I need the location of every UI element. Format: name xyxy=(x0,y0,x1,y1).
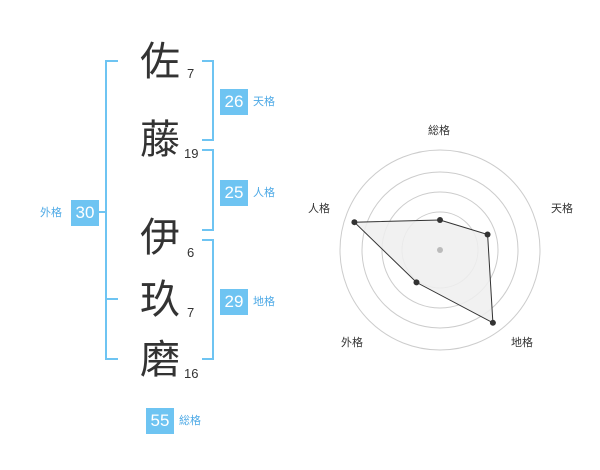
chikaku-label: 地格 xyxy=(253,295,275,308)
chikaku-value: 29 xyxy=(220,289,248,315)
tenkaku-label: 天格 xyxy=(253,95,275,108)
stroke-count-1: 7 xyxy=(187,66,195,81)
soukaku-label: 総格 xyxy=(179,414,201,427)
radar-label-tenkaku: 天格 xyxy=(551,202,573,215)
tenkaku-bracket xyxy=(202,60,214,141)
radar-point-3 xyxy=(489,319,496,326)
stroke-count-4: 7 xyxy=(187,305,195,320)
stroke-count-2: 19 xyxy=(184,146,199,161)
gaikaku-value: 30 xyxy=(71,200,99,226)
radar-point-1 xyxy=(437,217,443,223)
name-char-1: 佐 xyxy=(140,39,180,85)
name-char-5: 磨 xyxy=(140,337,180,383)
radar-label-gaikaku: 外格 xyxy=(341,336,363,349)
radar-label-jinkaku: 人格 xyxy=(308,202,330,215)
chikaku-bracket xyxy=(202,239,214,360)
soukaku-value: 55 xyxy=(146,408,174,434)
radar-point-5 xyxy=(351,219,358,226)
gaikaku-label: 外格 xyxy=(40,206,62,219)
jinkaku-value: 25 xyxy=(220,180,248,206)
radar-chart xyxy=(339,149,541,351)
name-char-2: 藤 xyxy=(140,117,180,163)
jinkaku-bracket xyxy=(202,149,214,231)
radar-ring-2 xyxy=(381,191,499,309)
radar-points xyxy=(351,217,496,326)
stroke-count-3: 6 xyxy=(187,245,195,260)
stroke-count-5: 16 xyxy=(184,366,199,381)
radar-label-chikaku: 地格 xyxy=(511,336,533,349)
radar-point-4 xyxy=(413,279,420,286)
radar-center-dot xyxy=(437,247,443,253)
gaikaku-bracket xyxy=(105,60,118,360)
name-char-3: 伊 xyxy=(140,215,180,261)
radar-ring-3 xyxy=(361,171,519,329)
radar-point-2 xyxy=(484,231,491,238)
jinkaku-label: 人格 xyxy=(253,186,275,199)
radar-polygon xyxy=(353,219,494,324)
tenkaku-value: 26 xyxy=(220,89,248,115)
name-char-4: 玖 xyxy=(140,277,180,323)
radar-ring-4 xyxy=(339,149,541,351)
radar-label-soukaku: 総格 xyxy=(428,124,450,137)
